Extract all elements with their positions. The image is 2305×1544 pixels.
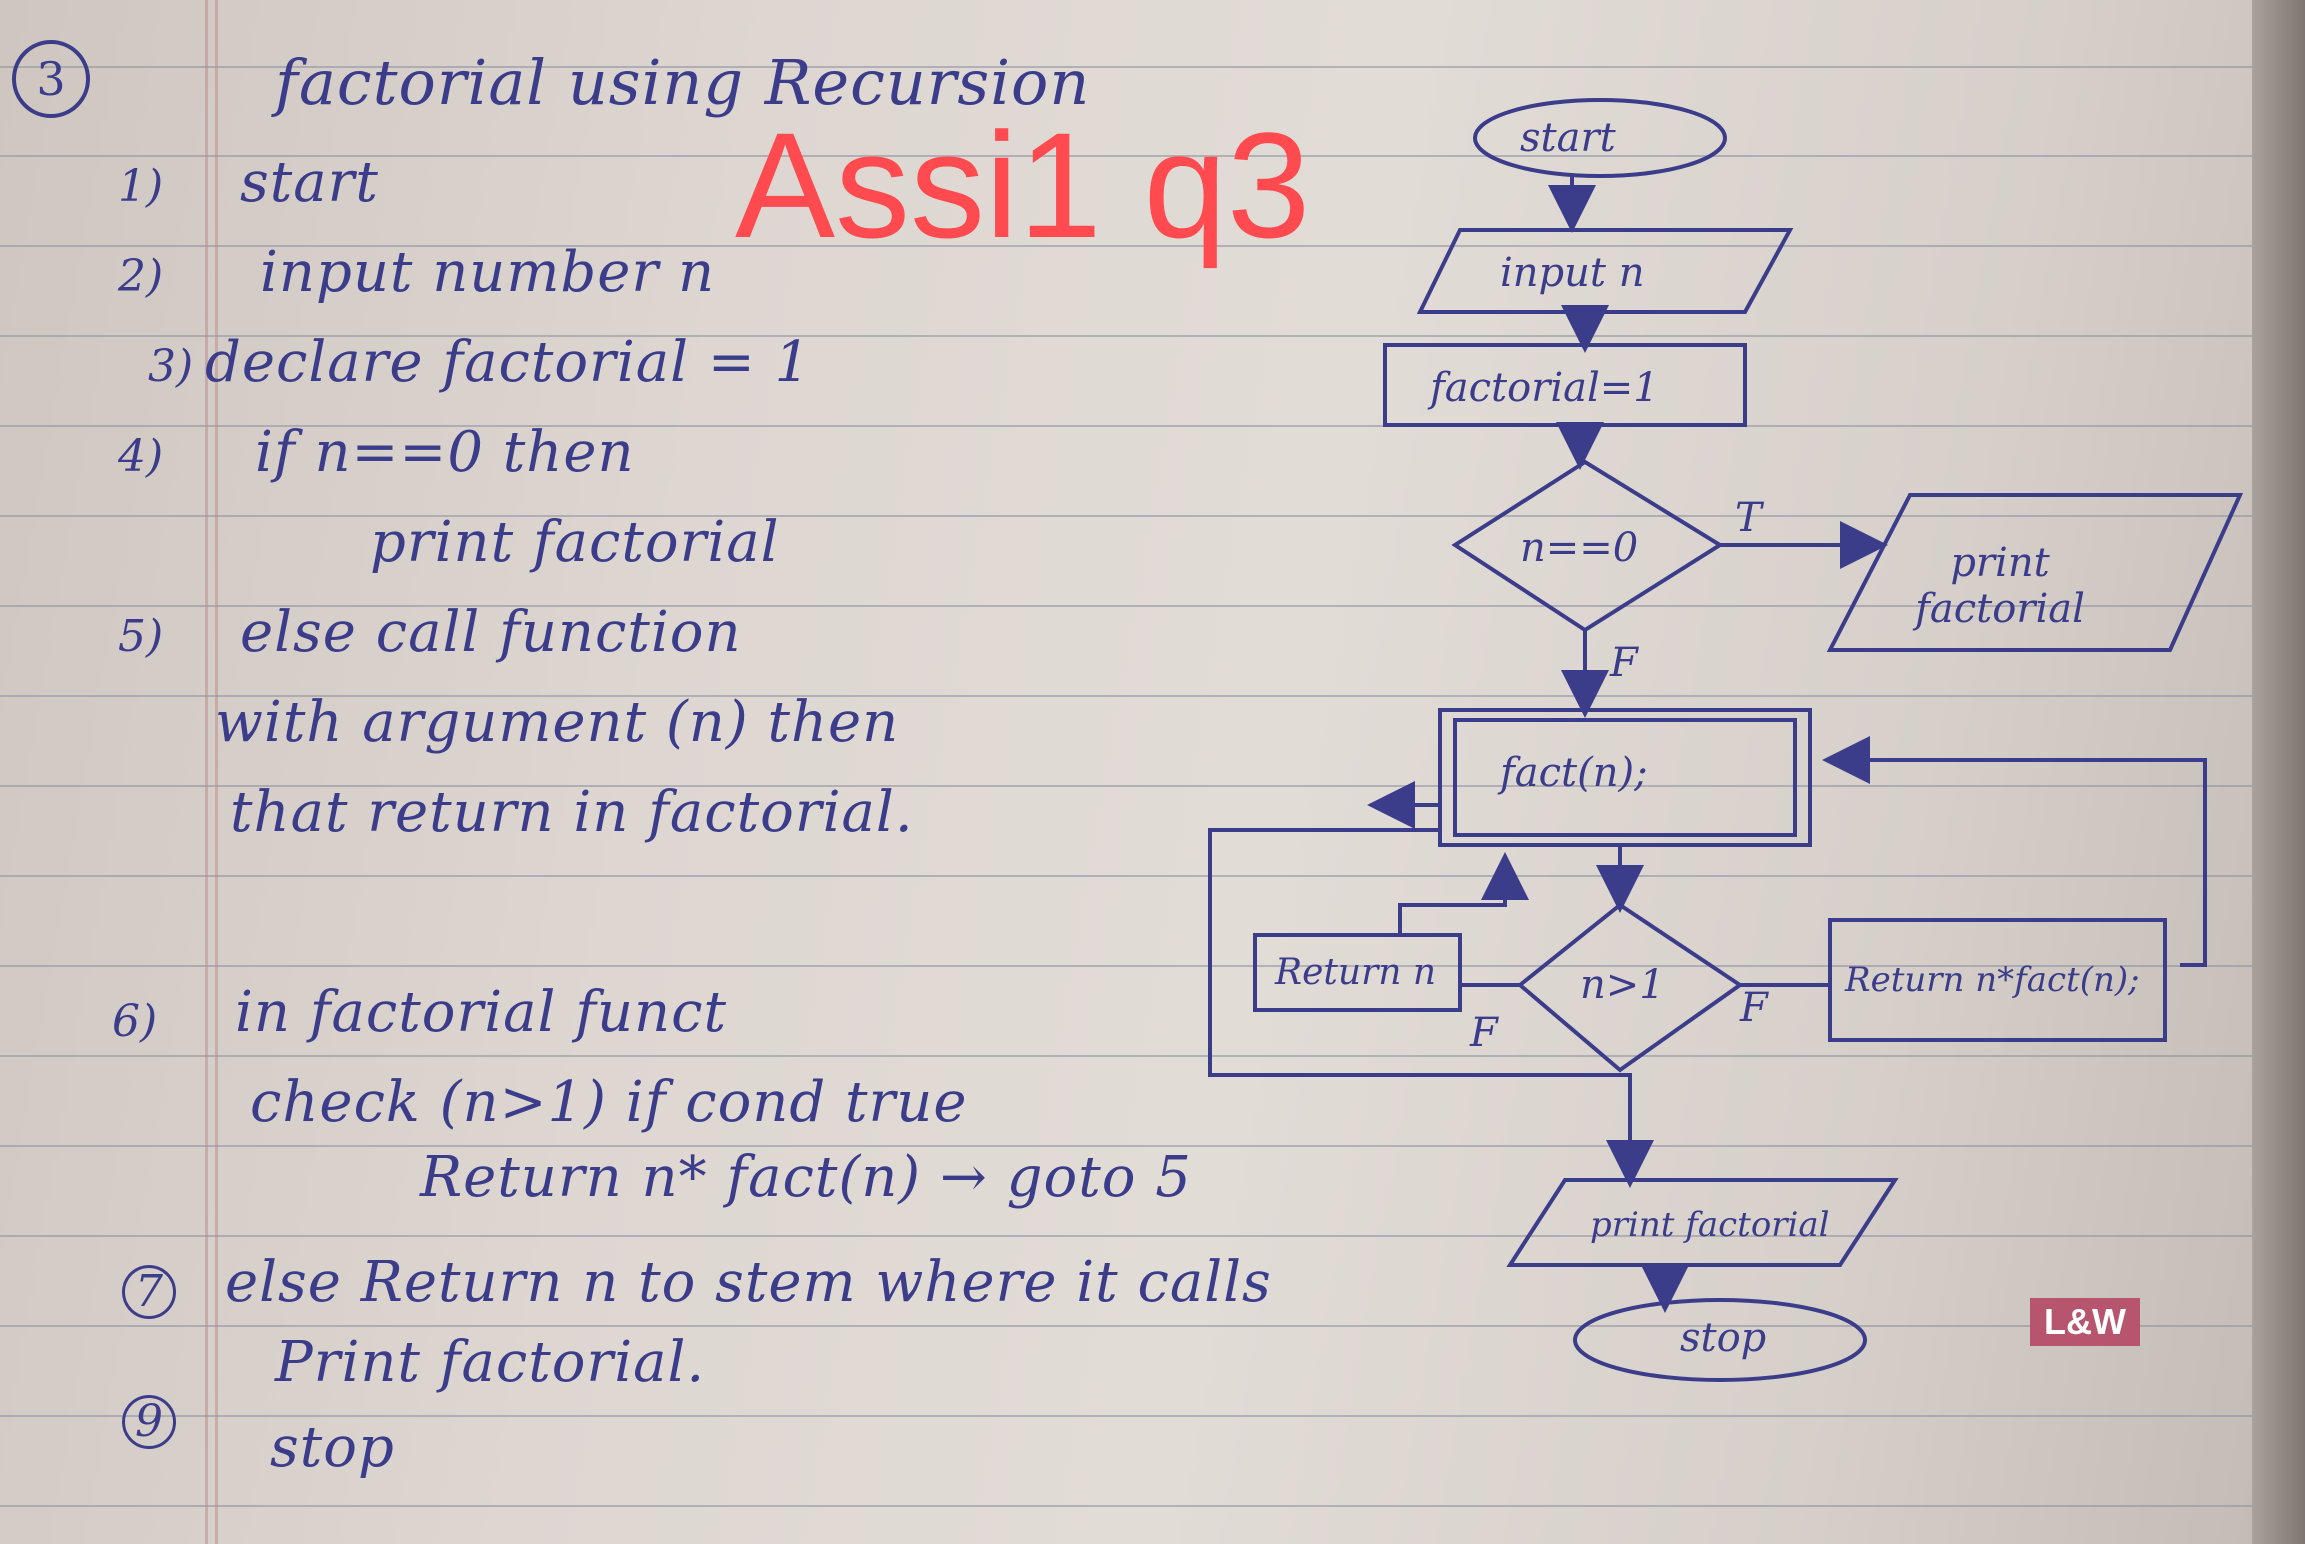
step-text: check (n>1) if cond true xyxy=(250,1070,968,1135)
step-text: input number n xyxy=(260,240,716,305)
overlay-caption: Assi1 q3 xyxy=(735,101,1311,269)
step-text: Return n* fact(n) → goto 5 xyxy=(420,1145,1192,1210)
fc-print2: print factorial xyxy=(1590,1205,1830,1245)
ruled-line xyxy=(0,515,2305,517)
ruled-line xyxy=(0,1145,2305,1147)
margin-line xyxy=(215,0,218,1544)
step-text: in factorial funct xyxy=(235,980,727,1045)
step-text: start xyxy=(240,150,379,215)
fc-start: start xyxy=(1520,115,1616,161)
step-number: 3) xyxy=(148,341,194,392)
step-number: 1) xyxy=(118,161,164,212)
ruled-line xyxy=(0,425,2305,427)
fc-false-label-2: F xyxy=(1470,1010,1498,1056)
page-edge xyxy=(2252,0,2305,1544)
fc-false-label: F xyxy=(1610,640,1638,686)
step-text: declare factorial = 1 xyxy=(205,330,812,395)
ruled-line xyxy=(0,875,2305,877)
brand-badge: L&W xyxy=(2030,1298,2140,1346)
fc-return-n: Return n xyxy=(1275,952,1437,993)
step-text: with argument (n) then xyxy=(215,690,900,755)
ruled-line xyxy=(0,605,2305,607)
step-number: 9 xyxy=(122,1395,176,1449)
ruled-line xyxy=(0,155,2305,157)
step-text: that return in factorial. xyxy=(230,780,914,845)
step-text: else call function xyxy=(240,600,742,665)
step-text: Print factorial. xyxy=(275,1330,706,1395)
ruled-line xyxy=(0,695,2305,697)
ruled-line xyxy=(0,1325,2305,1327)
ruled-line xyxy=(0,66,2305,68)
step-number: 6) xyxy=(112,996,158,1047)
fc-init: factorial=1 xyxy=(1430,365,1659,411)
ruled-line xyxy=(0,1505,2305,1507)
step-text: print factorial xyxy=(370,510,780,575)
fc-print1: print factorial xyxy=(1915,540,2085,632)
fc-call: fact(n); xyxy=(1500,750,1648,796)
ruled-line xyxy=(0,1235,2305,1237)
fc-false-label-3: F xyxy=(1740,985,1768,1031)
fc-true-label: T xyxy=(1735,495,1762,541)
heading: factorial using Recursion xyxy=(275,46,1091,119)
step-number: 7 xyxy=(122,1265,176,1319)
fc-return-recursive: Return n*fact(n); xyxy=(1845,960,2140,1000)
step-text: if n==0 then xyxy=(255,420,635,485)
step-number: 4) xyxy=(118,431,164,482)
ruled-line xyxy=(0,1055,2305,1057)
ruled-line xyxy=(0,785,2305,787)
fc-input: input n xyxy=(1500,250,1645,296)
step-text: stop xyxy=(270,1415,395,1480)
fc-decision1: n==0 xyxy=(1520,525,1639,571)
question-number: 3 xyxy=(12,40,90,118)
step-number: 5) xyxy=(118,611,164,662)
step-number: 2) xyxy=(118,251,164,302)
margin-line xyxy=(205,0,208,1544)
ruled-line xyxy=(0,335,2305,337)
step-text: else Return n to stem where it calls xyxy=(225,1250,1272,1315)
ruled-line xyxy=(0,1415,2305,1417)
ruled-line xyxy=(0,245,2305,247)
fc-decision2: n>1 xyxy=(1580,962,1665,1008)
ruled-line xyxy=(0,965,2305,967)
fc-stop: stop xyxy=(1680,1315,1767,1361)
